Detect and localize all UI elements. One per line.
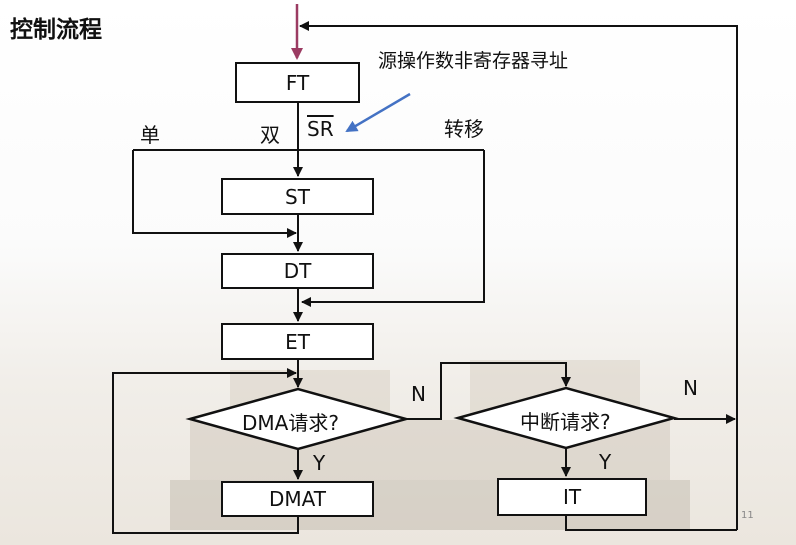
et-box: ET (221, 323, 374, 360)
dmat-box: DMAT (221, 481, 374, 517)
page-title: 控制流程 (10, 17, 102, 43)
transfer-label: 转移 (444, 117, 484, 141)
st-box: ST (221, 178, 374, 215)
ft-box: FT (235, 62, 360, 103)
sr-label: SR (307, 117, 334, 141)
pointer-arrow (345, 92, 411, 133)
single-label: 单 (140, 123, 160, 147)
dma-decision-label: DMA请求? (242, 411, 339, 435)
interrupt-yes-label: Y (599, 450, 612, 474)
interrupt-decision-label: 中断请求? (520, 410, 611, 434)
double-label: 双 (260, 123, 280, 147)
dma-yes-label: Y (313, 451, 326, 475)
addressing-note: 源操作数非寄存器寻址 (378, 50, 569, 72)
dt-box: DT (221, 253, 374, 289)
dma-no-label: N (411, 382, 426, 406)
interrupt-no-label: N (683, 376, 698, 400)
it-box: IT (497, 478, 647, 516)
page-number: 11 (741, 510, 754, 521)
